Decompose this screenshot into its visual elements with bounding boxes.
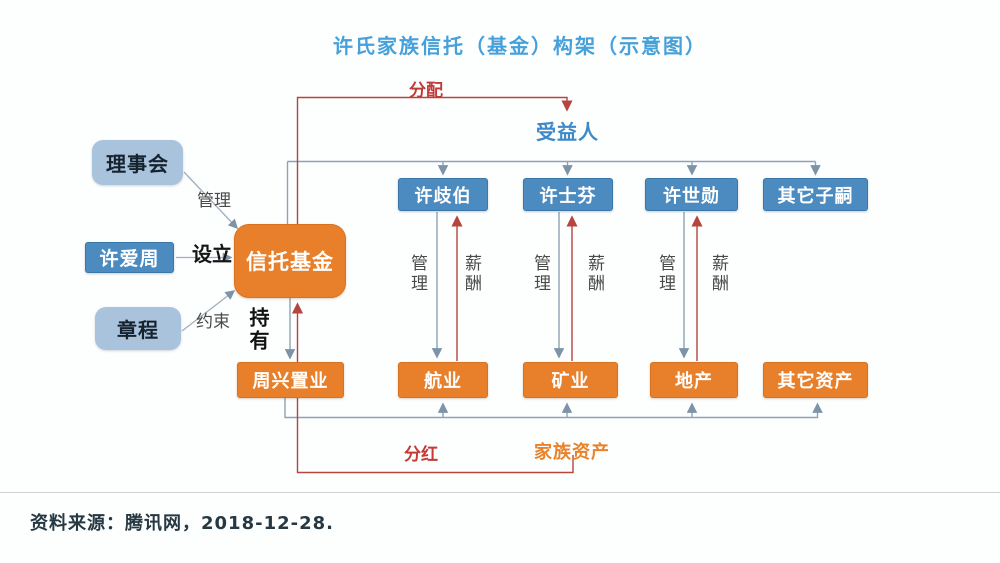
edge-label-hold: 持有 — [246, 307, 270, 353]
edge-label-dividend: 分红 — [404, 445, 438, 465]
edge-label-establish: 设立 — [192, 242, 232, 266]
edge-label-distribute: 分配 — [409, 81, 443, 101]
source-note: 资料来源：腾讯网，2018-12-28. — [30, 513, 334, 534]
label-family-assets: 家族资产 — [534, 442, 610, 463]
edge-label-manage-board: 管理 — [197, 191, 231, 211]
edge-label-constrain: 约束 — [196, 312, 230, 332]
node-holding-company: 周兴置业 — [237, 362, 344, 398]
node-beneficiary: 受益人 — [536, 120, 599, 144]
node-asset-realestate: 地产 — [650, 362, 738, 398]
node-asset-mining: 矿业 — [523, 362, 618, 398]
diagram-title: 许氏家族信托（基金）构架（示意图） — [333, 34, 707, 58]
node-heir-3: 许世勋 — [645, 178, 738, 211]
node-heir-other: 其它子嗣 — [763, 178, 868, 211]
footer-divider — [0, 492, 1000, 493]
edge-label-salary-2: 薪酬 — [584, 254, 604, 294]
node-heir-1: 许歧伯 — [398, 178, 488, 211]
node-board: 理事会 — [92, 140, 183, 185]
node-trust-fund: 信托基金 — [234, 224, 346, 298]
edge-label-salary-3: 薪酬 — [708, 254, 728, 294]
node-heir-2: 许士芬 — [523, 178, 613, 211]
edge-label-manage-1: 管理 — [407, 254, 427, 294]
edge-label-manage-3: 管理 — [655, 254, 675, 294]
node-asset-shipping: 航业 — [398, 362, 488, 398]
node-asset-other: 其它资产 — [763, 362, 868, 398]
edge-label-manage-2: 管理 — [530, 254, 550, 294]
node-founder: 许爱周 — [85, 242, 174, 273]
edge-label-salary-1: 薪酬 — [461, 254, 481, 294]
node-charter: 章程 — [95, 307, 181, 350]
